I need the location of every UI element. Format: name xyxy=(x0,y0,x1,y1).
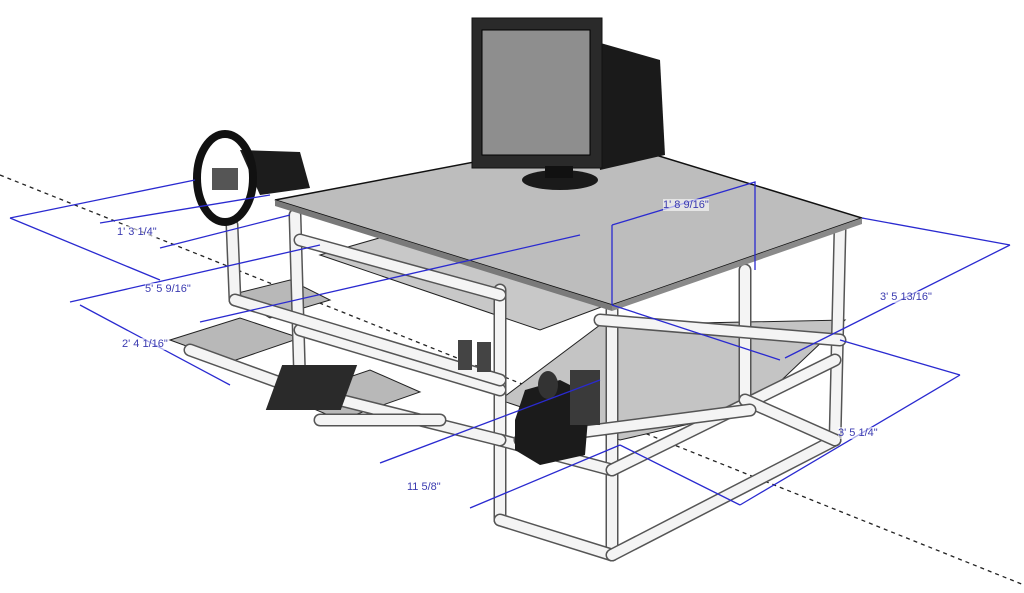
dimension-label: 1' 3 1/4" xyxy=(117,226,157,238)
pedal-2 xyxy=(477,342,491,372)
steering-wheel xyxy=(193,130,310,226)
pipe-segment xyxy=(495,515,617,560)
button-box xyxy=(265,365,358,410)
crt-monitor xyxy=(471,17,665,190)
pipe-segment xyxy=(230,295,505,385)
dimension-label: 11 5/8" xyxy=(407,481,441,493)
tabletop-edge-side xyxy=(612,218,862,311)
dimension-label: 3' 5 1/4" xyxy=(838,427,878,439)
dimension-lines xyxy=(9,179,1011,509)
dimension-label: 1' 8 9/16" xyxy=(663,199,709,211)
pedal-1 xyxy=(458,340,472,370)
pipe-segment xyxy=(295,235,505,300)
dimension-label: 2' 4 1/16" xyxy=(122,338,168,350)
tabletop-edge-front xyxy=(275,200,612,311)
dimension-label: 3' 5 13/16" xyxy=(880,291,932,303)
joystick-knob xyxy=(538,371,558,399)
pipe-segment xyxy=(295,325,505,395)
pipe-segment xyxy=(740,395,840,445)
pipe-segment xyxy=(607,435,840,560)
pipe-segment xyxy=(595,315,845,345)
throttle-unit xyxy=(570,370,600,425)
pipe-segment xyxy=(227,220,240,305)
dimension-label: 5' 5 9/16" xyxy=(145,283,191,295)
